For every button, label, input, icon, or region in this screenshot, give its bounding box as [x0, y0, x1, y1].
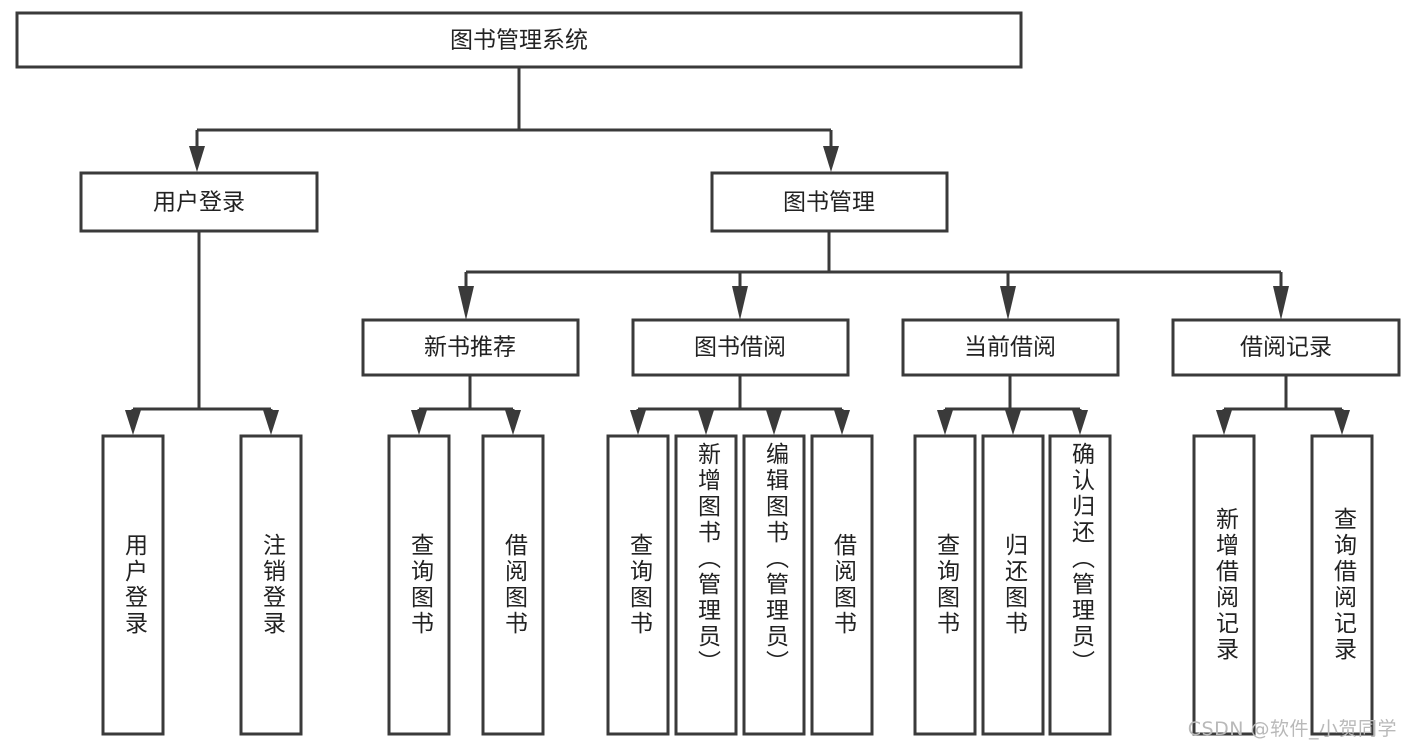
node-new-book-recommend-label: 新书推荐 [424, 335, 516, 361]
arrow-to-leaf-query-book-borrow [630, 410, 646, 435]
connector-bookborrow-to-leaves [630, 375, 850, 435]
arrow-to-leaf-add-book-admin [698, 410, 714, 435]
node-new-book-recommend[interactable]: 新书推荐 [361, 318, 580, 377]
node-user-login[interactable]: 用户登录 [79, 171, 319, 233]
node-borrow-record-label: 借阅记录 [1240, 335, 1332, 361]
arrow-to-leaf-query-borrow-record [1334, 410, 1350, 435]
arrow-to-book-manage [823, 146, 839, 172]
node-book-borrow-label: 图书借阅 [694, 335, 786, 361]
arrow-to-leaf-query-book-current [937, 410, 953, 435]
leaf-box-add-borrow-record[interactable] [1192, 434, 1256, 736]
node-root-box[interactable] [15, 11, 1023, 69]
leaf-box-query-book-borrow[interactable] [606, 434, 670, 736]
node-user-login-label: 用户登录 [153, 190, 245, 216]
connector-bookmanage-to-level3 [458, 232, 1289, 320]
leaf-boxes [101, 434, 1374, 736]
arrow-to-leaf-borrow-book-rec [505, 410, 521, 435]
node-book-manage-box[interactable] [710, 171, 949, 233]
node-new-book-recommend-box[interactable] [361, 318, 580, 377]
connector-userlogin-to-leaves [125, 232, 279, 435]
arrow-to-leaf-add-borrow-record [1216, 410, 1232, 435]
connector-root-to-level2 [189, 68, 839, 172]
arrow-to-leaf-query-book-rec [411, 410, 427, 435]
node-root[interactable]: 图书管理系统 [15, 11, 1023, 69]
arrow-to-leaf-edit-book-admin [766, 410, 782, 435]
leaf-box-user-login[interactable] [101, 434, 165, 736]
leaf-box-return-book[interactable] [981, 434, 1045, 736]
node-borrow-record-box[interactable] [1171, 318, 1401, 377]
leaf-box-borrow-book-rec[interactable] [481, 434, 545, 736]
leaf-box-borrow-book[interactable] [810, 434, 874, 736]
leaf-box-edit-book-admin[interactable] [742, 434, 806, 736]
node-current-borrow-label: 当前借阅 [964, 335, 1056, 361]
arrow-to-borrow-record [1273, 286, 1289, 320]
node-book-manage[interactable]: 图书管理 [710, 171, 949, 233]
arrow-to-leaf-return-book [1005, 410, 1021, 435]
leaf-box-logout-login[interactable] [239, 434, 303, 736]
leaf-box-add-book-admin[interactable] [674, 434, 738, 736]
leaf-box-query-borrow-record[interactable] [1310, 434, 1374, 736]
node-borrow-record[interactable]: 借阅记录 [1171, 318, 1401, 377]
leaf-box-query-book-rec[interactable] [387, 434, 451, 736]
node-root-label: 图书管理系统 [450, 28, 588, 54]
csdn-watermark: CSDN @软件_小贺同学 [1187, 718, 1397, 740]
node-book-borrow-box[interactable] [631, 318, 850, 377]
node-book-borrow[interactable]: 图书借阅 [631, 318, 850, 377]
arrow-to-book-borrow [732, 286, 748, 320]
arrow-to-leaf-logout-login [263, 410, 279, 435]
arrow-to-user-login [189, 146, 205, 172]
leaf-box-query-book-current[interactable] [913, 434, 977, 736]
connector-currentborrow-to-leaves [937, 375, 1088, 435]
node-book-manage-label: 图书管理 [783, 190, 875, 216]
arrow-to-leaf-borrow-book [834, 410, 850, 435]
connector-borrowrecord-to-leaves [1216, 375, 1350, 435]
arrow-to-current-borrow [1000, 286, 1016, 320]
arrow-to-new-book-recommend [458, 286, 474, 320]
arrow-to-leaf-user-login [125, 410, 141, 435]
leaf-box-confirm-return-admin[interactable] [1048, 434, 1112, 736]
connector-newbook-to-leaves [411, 375, 521, 435]
node-user-login-box[interactable] [79, 171, 319, 233]
arrow-to-leaf-confirm-return-admin [1072, 410, 1088, 435]
node-current-borrow[interactable]: 当前借阅 [901, 318, 1120, 377]
node-current-borrow-box[interactable] [901, 318, 1120, 377]
